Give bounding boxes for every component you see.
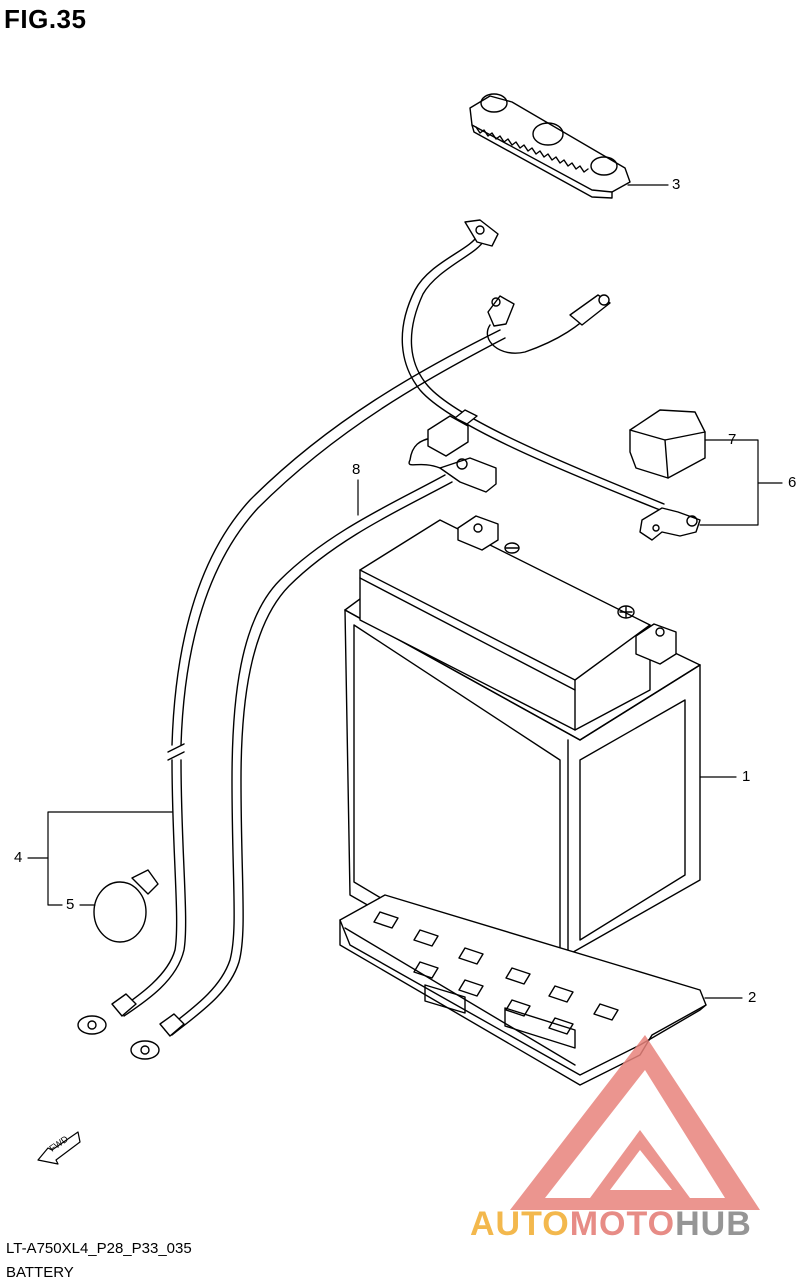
part-5-cap — [93, 869, 159, 943]
part-8-sensor-cable — [130, 409, 497, 1060]
callout-leaders — [27, 184, 783, 999]
callout-1: 1 — [742, 768, 751, 785]
callout-6: 6 — [788, 474, 797, 491]
fwd-arrow-icon: FWD — [37, 1131, 81, 1165]
callout-7: 7 — [728, 431, 737, 448]
callout-5: 5 — [66, 896, 75, 913]
watermark-text: AUTOMOTOHUB — [470, 1205, 752, 1243]
figure-caption: BATTERY — [6, 1264, 74, 1281]
part-2-tray — [339, 894, 707, 1086]
part-4-negative-cable — [77, 294, 611, 1035]
callout-3: 3 — [672, 176, 681, 193]
part-3-rubber-strip — [469, 93, 631, 199]
part-6-positive-cable — [401, 219, 701, 541]
part-7-terminal-cover — [629, 409, 706, 479]
callout-8: 8 — [352, 461, 361, 478]
figure-title: FIG.35 — [4, 4, 87, 34]
callout-4: 4 — [14, 849, 23, 866]
watermark-logo — [510, 1035, 760, 1210]
figure-code: LT-A750XL4_P28_P33_035 — [6, 1240, 192, 1257]
callout-2: 2 — [748, 989, 757, 1006]
